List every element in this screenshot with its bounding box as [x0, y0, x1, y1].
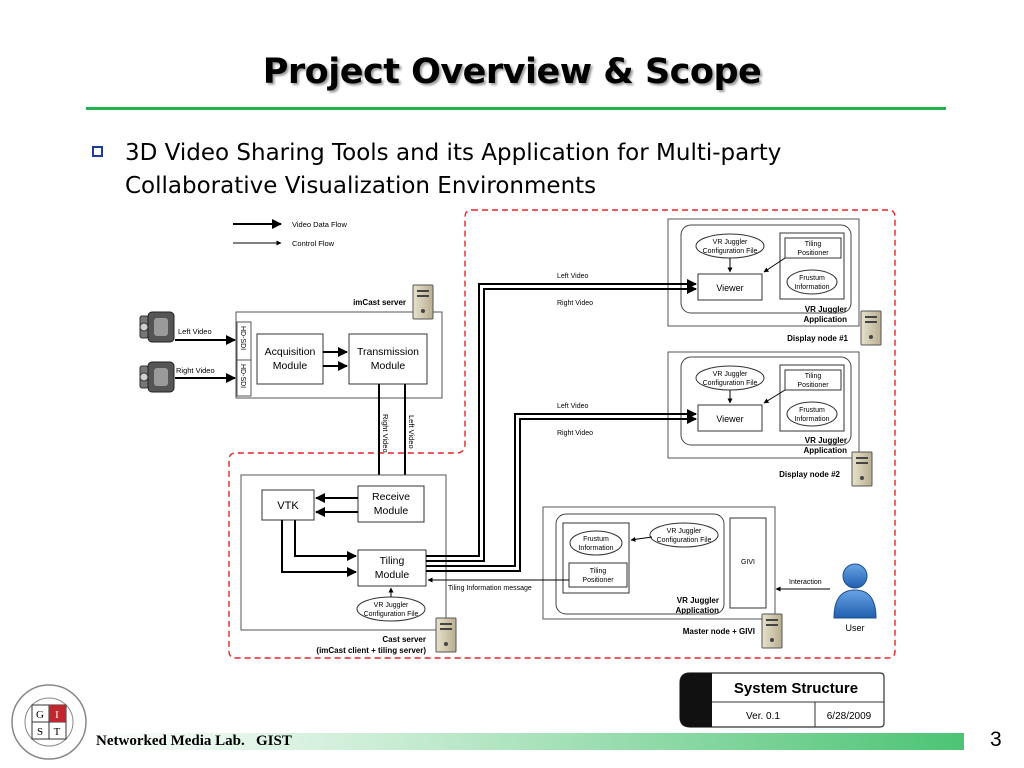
dn2-right-video-label: Right Video — [557, 430, 593, 437]
camera-right-video-label: Right Video — [176, 366, 215, 375]
cast-server-label: Cast server — [382, 635, 426, 644]
receive-module-line2: Module — [374, 505, 409, 517]
cast-server: VTK Receive Module Tiling Module VR Jugg… — [240, 474, 457, 655]
svg-text:T: T — [54, 726, 61, 738]
gist-seal-logo: G I S T — [11, 684, 87, 760]
info-box-version: Ver. 0.1 — [746, 711, 780, 722]
svg-text:G: G — [36, 709, 44, 721]
dn1-config-line1: VR Juggler — [713, 239, 748, 246]
imcast-server-pc-icon — [412, 284, 434, 320]
hdsdi-label-1: HD-SDI — [239, 326, 246, 350]
bullet-text: 3D Video Sharing Tools and its Applicati… — [125, 137, 925, 203]
master-pc-icon — [761, 613, 783, 649]
cast-config-line1: VR Juggler — [374, 602, 409, 609]
info-box-title: System Structure — [734, 680, 858, 697]
acquisition-module-line1: Acquisition — [265, 346, 316, 358]
master-app-line2: Application — [675, 606, 719, 615]
dn2-viewer: Viewer — [716, 414, 743, 424]
dn1-tiling-line1: Tiling — [805, 241, 822, 248]
checkbox-bullet-icon — [92, 146, 103, 157]
tiling-message-label: Tiling Information message — [448, 585, 532, 592]
interaction-label: Interaction — [789, 579, 822, 586]
dn2-label: Display node #2 — [779, 470, 840, 479]
title-divider — [86, 107, 946, 110]
cast-server-sublabel: (imCast client + tiling server) — [316, 646, 426, 655]
dn1-config-line2: Configuration File — [703, 248, 758, 255]
acquisition-module-line2: Module — [273, 360, 308, 372]
display-node-1: VR Juggler Configuration File Tiling Pos… — [667, 218, 882, 346]
master-config-line1: VR Juggler — [667, 528, 702, 535]
footer-bar — [88, 733, 964, 750]
dn2-tiling-line2: Positioner — [797, 382, 829, 389]
tiling-output-flows — [426, 279, 697, 572]
dn1-pc-icon — [860, 310, 882, 346]
dn2-app-line2: Application — [803, 446, 847, 455]
page-number: 3 — [990, 728, 1002, 751]
legend: Video Data Flow Control Flow — [233, 219, 347, 248]
camera-left-video-label: Left Video — [178, 327, 212, 336]
cast-config-line2: Configuration File — [364, 611, 419, 618]
master-config-line2: Configuration File — [657, 537, 712, 544]
dn2-frustum-line2: Information — [794, 416, 829, 423]
dn1-left-video-label: Left Video — [557, 273, 589, 280]
dn1-frustum-line2: Information — [794, 284, 829, 291]
dn2-tiling-line1: Tiling — [805, 373, 822, 380]
user-icon — [833, 563, 877, 619]
footer-lab: Networked Media Lab. — [96, 733, 245, 749]
givi-box: GIVI — [741, 559, 755, 566]
dn2-config-line2: Configuration File — [703, 380, 758, 387]
imcast-server: imCast server HD-SDI HD-SDI Acquisition … — [235, 284, 443, 399]
left-camera-icon — [139, 311, 175, 343]
dn1-label: Display node #1 — [787, 334, 848, 343]
svg-text:S: S — [37, 726, 43, 738]
user-label: User — [845, 623, 864, 633]
vertical-left-video-label: Left Video — [407, 415, 416, 449]
right-camera-icon — [139, 361, 175, 393]
vertical-right-video-label: Right Video — [381, 414, 390, 453]
dn1-right-video-label: Right Video — [557, 300, 593, 307]
master-frustum-line1: Frustum — [583, 536, 609, 543]
transmission-module-line1: Transmission — [357, 346, 419, 358]
remote-region-outline — [228, 209, 896, 659]
bullet-line-1: 3D Video Sharing Tools and its Applicati… — [125, 140, 782, 166]
dn1-app-line2: Application — [803, 315, 847, 324]
slide-title: Project Overview & Scope — [262, 52, 762, 92]
imcast-server-label: imCast server — [353, 298, 406, 307]
dn2-app-line1: VR Juggler — [805, 436, 847, 445]
master-app-line1: VR Juggler — [677, 596, 719, 605]
master-node: Frustum Information Tiling Positioner VR… — [542, 506, 783, 649]
footer-text: Networked Media Lab. GIST — [96, 733, 292, 750]
display-node-2: VR Juggler Configuration File Tiling Pos… — [667, 351, 873, 487]
tiling-module-line1: Tiling — [380, 555, 405, 567]
hdsdi-label-2: HD-SDI — [239, 364, 246, 388]
vtk-box: VTK — [277, 500, 299, 512]
cast-server-pc-icon — [435, 617, 457, 653]
dn2-frustum-line1: Frustum — [799, 407, 825, 414]
legend-control-flow: Control Flow — [292, 239, 335, 248]
legend-video-flow: Video Data Flow — [292, 220, 347, 229]
bullet-line-2: Collaborative Visualization Environments — [125, 173, 597, 199]
tiling-module-line2: Module — [375, 569, 410, 581]
info-box-date: 6/28/2009 — [827, 711, 872, 722]
system-structure-box: System Structure Ver. 0.1 6/28/2009 — [679, 672, 885, 728]
master-tiling-line2: Positioner — [582, 577, 614, 584]
dn2-config-line1: VR Juggler — [713, 371, 748, 378]
dn1-frustum-line1: Frustum — [799, 275, 825, 282]
dn2-pc-icon — [851, 451, 873, 487]
dn1-app-line1: VR Juggler — [805, 305, 847, 314]
dn1-tiling-line2: Positioner — [797, 250, 829, 257]
master-node-label: Master node + GIVI — [683, 627, 755, 636]
dn1-viewer: Viewer — [716, 283, 743, 293]
footer-institute: GIST — [256, 733, 292, 749]
svg-text:I: I — [55, 709, 59, 721]
dn2-left-video-label: Left Video — [557, 403, 589, 410]
master-frustum-line2: Information — [578, 545, 613, 552]
transmission-module-line2: Module — [371, 360, 406, 372]
receive-module-line1: Receive — [372, 491, 410, 503]
master-tiling-line1: Tiling — [590, 568, 607, 575]
